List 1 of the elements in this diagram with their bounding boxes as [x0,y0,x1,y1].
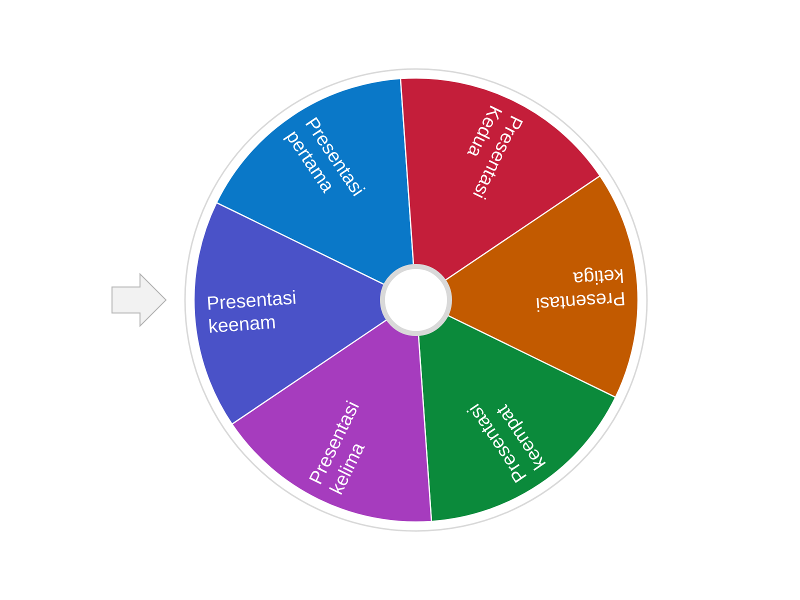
hub-circle [380,264,452,336]
